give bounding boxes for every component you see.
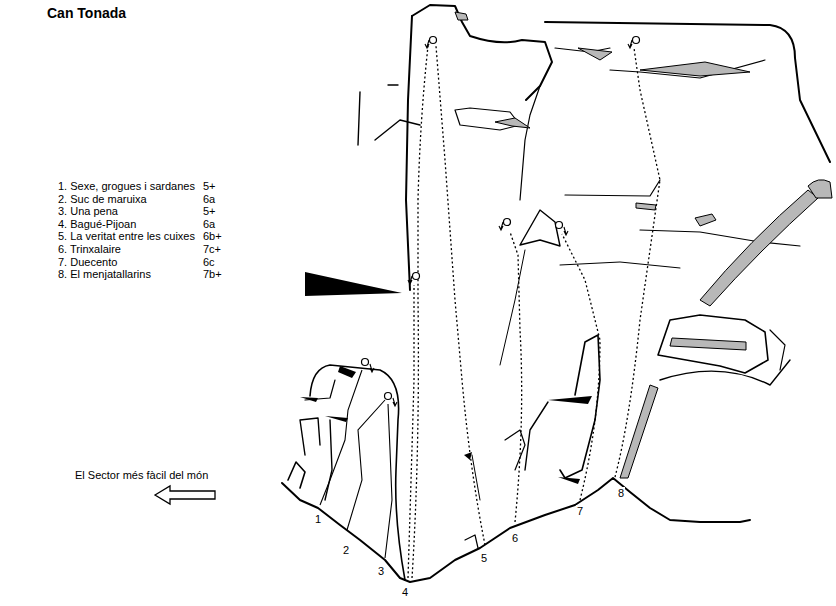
callout-number: 4 <box>401 586 409 599</box>
route-grade: 5+ <box>203 205 216 218</box>
route-name: 2. Suc de maruixa <box>58 193 147 206</box>
route-grade: 6a <box>203 193 215 206</box>
route-name: 6. Trinxalaire <box>58 243 121 256</box>
route-name: 8. El menjatallarins <box>58 268 151 281</box>
route-grade: 6c <box>203 256 215 269</box>
route-grade: 6a <box>203 218 215 231</box>
callout-number: 1 <box>314 513 322 526</box>
route-name: 1. Sexe, grogues i sardanes <box>58 180 195 193</box>
callout-number: 3 <box>377 565 385 578</box>
route-name: 4. Bagué-Pijoan <box>58 218 136 231</box>
route-grade: 7b+ <box>203 268 222 281</box>
sector-note: El Sector més fàcil del món <box>75 469 208 482</box>
route-name: 5. La veritat entre les cuixes <box>58 230 195 243</box>
callout-number: 6 <box>511 532 519 545</box>
route-name: 3. Una pena <box>58 205 118 218</box>
callout-number: 5 <box>480 552 488 565</box>
route-grade: 6b+ <box>203 230 222 243</box>
route-grade: 7c+ <box>203 243 221 256</box>
route-name: 7. Duecento <box>58 256 117 269</box>
route-grade: 5+ <box>203 180 216 193</box>
callout-number: 2 <box>342 544 350 557</box>
topo-title: Can Tonada <box>47 5 126 21</box>
callout-number: 7 <box>576 505 584 518</box>
callout-number: 8 <box>617 487 625 500</box>
